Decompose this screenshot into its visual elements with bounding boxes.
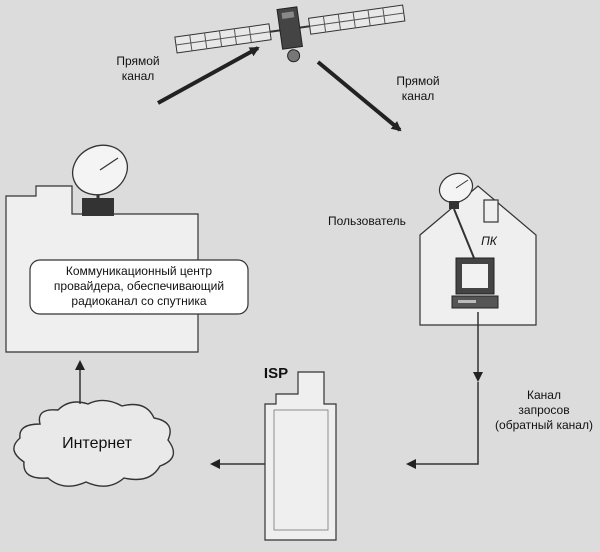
provider-dish-icon: [72, 144, 128, 216]
user-dish-icon: [438, 172, 475, 259]
request-channel-to-isp-arrow: [406, 382, 479, 469]
internet-cloud: [13, 399, 175, 487]
forward-arrow-down: [316, 60, 402, 132]
request-channel-label: Канал запросов (обратный канал): [495, 388, 593, 432]
communication-center-box: [29, 259, 249, 315]
isp-building: [264, 371, 337, 541]
pc-label: ПК: [481, 234, 497, 248]
forward-arrow-up: [157, 46, 260, 105]
forward-channel-left-label: Прямой канал: [116, 54, 160, 83]
isp-label: ISP: [263, 365, 289, 382]
satellite-icon: [174, 4, 406, 63]
forward-channel-right-label: Прямой канал: [396, 74, 440, 103]
internet-label: Интернет: [62, 435, 132, 452]
user-label: Пользователь: [328, 214, 406, 228]
pc-computer-icon: [451, 257, 499, 309]
communication-center-label: Коммуникационный центр провайдера, обесп…: [53, 264, 225, 308]
